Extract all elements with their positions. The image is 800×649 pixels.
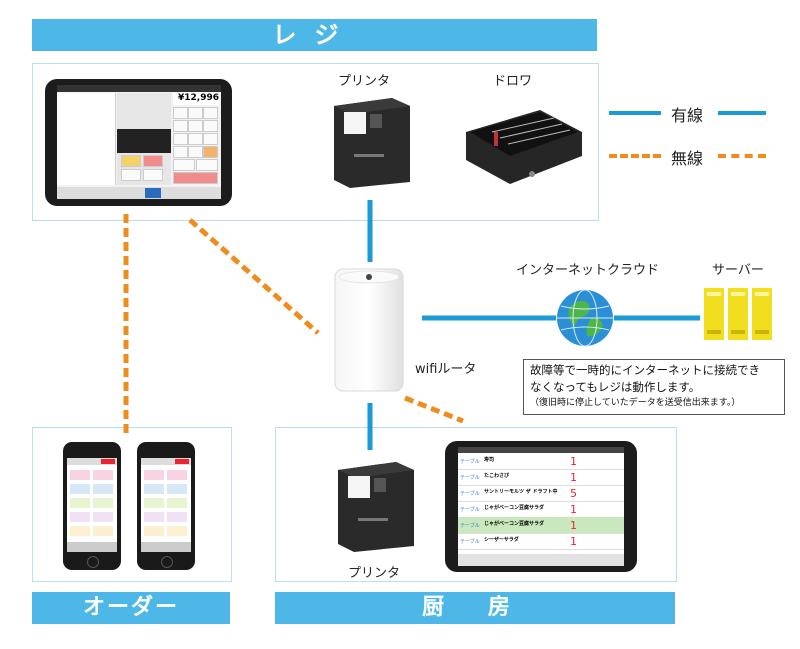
kitchen-row-table: テーブル xyxy=(460,475,480,481)
kitchen-order-list: テーブル 寿司 1 テーブル たこわさび 1 テーブル サントリーモルツ ザ ド… xyxy=(458,453,624,550)
kitchen-row-qty: 1 xyxy=(570,471,577,484)
kitchen-row-table: テーブル xyxy=(460,507,480,513)
order-banner: オーダー xyxy=(32,592,230,624)
offline-note: 故障等で一時的にインターネットに接続でき なくなってもレジは動作します。 （復旧… xyxy=(523,359,785,415)
kitchen-row-item: サントリーモルツ ザ ドラフト中 xyxy=(484,489,558,495)
kitchen-row-qty: 1 xyxy=(570,535,577,548)
wireless-line-pos-router xyxy=(188,218,320,335)
kitchen-row-highlighted: テーブル じゃがベーコン豆腐サラダ 1 xyxy=(458,517,624,534)
kitchen-row-item: 寿司 xyxy=(484,457,495,463)
legend-wired-line-left xyxy=(609,111,661,115)
kitchen-row-qty: 1 xyxy=(570,455,577,468)
kitchen-row: テーブル 寿司 1 xyxy=(458,453,624,470)
drawer-label: ドロワ xyxy=(493,74,533,89)
kitchen-row-qty: 1 xyxy=(570,503,577,516)
note-line-3: （復旧時に停止していたデータを送受信出来ます。） xyxy=(530,398,741,408)
legend-wireless-line-left xyxy=(609,154,661,158)
wifi-router xyxy=(334,268,404,392)
pos-total: ¥12,996 xyxy=(173,93,219,105)
kitchen-row: テーブル たこわさび 1 xyxy=(458,469,624,486)
legend-wired-line-right xyxy=(718,111,766,115)
pos-tablet-screen: ¥12,996 xyxy=(57,85,221,199)
receipt-printer-kitchen xyxy=(338,462,414,552)
kitchen-row-item: たこわさび xyxy=(484,473,510,479)
order-phone-left-screen xyxy=(67,458,117,552)
cash-drawer xyxy=(466,110,582,184)
router-label: wifiルータ xyxy=(415,362,477,377)
kitchen-row-item: じゃがベーコン豆腐サラダ xyxy=(484,521,545,527)
printer-top-label: プリンタ xyxy=(338,74,391,89)
wireless-line-router-kitchen-tablet xyxy=(404,395,464,424)
globe-icon xyxy=(557,289,613,347)
note-line-2: なくなってもレジは動作します。 xyxy=(530,380,701,394)
kitchen-row-qty: 1 xyxy=(570,519,577,532)
kitchen-row-item: シーザーサラダ xyxy=(484,537,519,543)
kitchen-row: テーブル じゃがベーコン豆腐サラダ 1 xyxy=(458,501,624,518)
server-label: サーバー xyxy=(712,263,764,278)
legend-wireless-label: 無線 xyxy=(671,149,704,168)
kitchen-row-table: テーブル xyxy=(460,459,480,465)
kitchen-row-table: テーブル xyxy=(460,491,480,497)
register-banner: レジ xyxy=(32,19,597,51)
kitchen-row-table: テーブル xyxy=(460,539,480,545)
kitchen-row-table: テーブル xyxy=(460,523,480,529)
note-line-1: 故障等で一時的にインターネットに接続でき xyxy=(530,363,760,377)
kitchen-tablet: テーブル 寿司 1 テーブル たこわさび 1 テーブル サントリーモルツ ザ ド… xyxy=(445,441,637,572)
kitchen-row-item: じゃがベーコン豆腐サラダ xyxy=(484,505,545,511)
legend-wireless-line-right xyxy=(718,154,766,158)
kitchen-row: テーブル サントリーモルツ ザ ドラフト中 5 xyxy=(458,485,624,502)
printer-kitchen-label: プリンタ xyxy=(348,566,401,581)
server-icons xyxy=(704,288,772,340)
kitchen-row: テーブル シーザーサラダ 1 xyxy=(458,533,624,550)
order-phone-right-screen xyxy=(141,458,191,552)
order-phone-left xyxy=(63,442,121,570)
kitchen-banner: 厨 房 xyxy=(275,592,675,624)
order-phone-right xyxy=(137,442,195,570)
kitchen-row-qty: 5 xyxy=(570,487,577,500)
pos-tablet: ¥12,996 xyxy=(45,79,232,206)
legend-wired-label: 有線 xyxy=(671,106,704,125)
internet-label: インターネットクラウド xyxy=(516,263,660,278)
kitchen-tablet-screen: テーブル 寿司 1 テーブル たこわさび 1 テーブル サントリーモルツ ザ ド… xyxy=(458,447,624,566)
receipt-printer-top xyxy=(334,98,410,188)
